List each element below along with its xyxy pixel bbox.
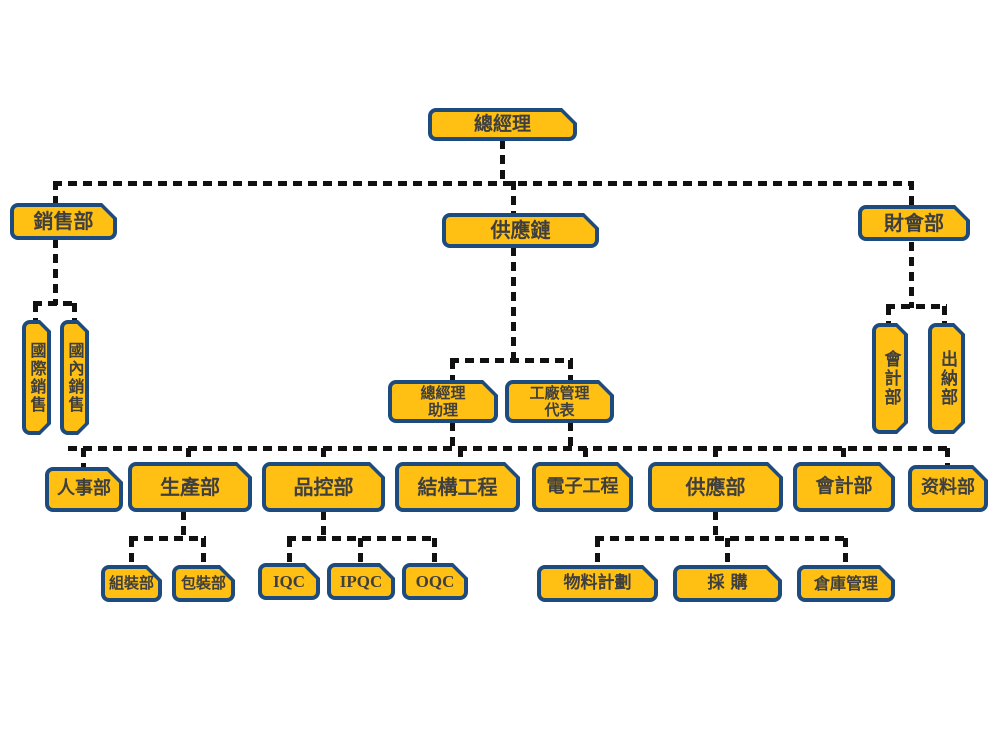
connector-line xyxy=(81,448,86,468)
connector-line xyxy=(33,301,77,306)
node-label: 會計部 xyxy=(815,475,873,498)
connector-line xyxy=(72,303,77,322)
node-label: 人事部 xyxy=(57,478,111,500)
node-label: 會計部 xyxy=(880,350,901,407)
node-quality-control-dept: 品控部 xyxy=(262,462,385,512)
connector-line xyxy=(432,538,437,565)
connector-line xyxy=(843,538,848,567)
connector-line xyxy=(909,181,914,207)
connector-line xyxy=(568,422,573,450)
node-procurement: 採 購 xyxy=(673,565,782,602)
node-cashier-dept: 出納部 xyxy=(928,323,965,434)
connector-line xyxy=(450,422,455,450)
node-label: 助理 xyxy=(427,400,458,419)
node-label: 採 購 xyxy=(707,572,748,593)
node-structural-engineering: 結構工程 xyxy=(395,462,520,512)
connector-line xyxy=(53,181,58,205)
connector-line xyxy=(450,360,455,382)
connector-line xyxy=(53,181,913,186)
connector-line xyxy=(595,538,600,567)
connector-line xyxy=(886,304,947,309)
connector-line xyxy=(129,538,134,567)
node-label: 結構工程 xyxy=(417,474,498,499)
connector-line xyxy=(713,511,718,540)
node-accounting-dept: 會計部 xyxy=(793,462,895,512)
node-packing-dept: 包裝部 xyxy=(172,565,235,602)
node-label: 出納部 xyxy=(937,350,958,407)
node-label: OQC xyxy=(415,571,455,591)
node-factory-management-rep: 工廠管理 代表 xyxy=(505,380,614,423)
node-label: 國際銷售 xyxy=(27,341,47,414)
node-data-dept: 资料部 xyxy=(908,465,988,512)
connector-line xyxy=(841,448,846,464)
node-label: IPQC xyxy=(339,571,383,591)
node-label: 組裝部 xyxy=(108,574,154,593)
node-label: 生產部 xyxy=(160,474,220,499)
node-domestic-sales: 國內銷售 xyxy=(60,320,89,435)
connector-line xyxy=(181,511,186,540)
connector-line xyxy=(458,448,463,464)
node-label: 品控部 xyxy=(293,474,354,499)
node-international-sales: 國際銷售 xyxy=(22,320,51,435)
node-label: 財會部 xyxy=(884,210,944,235)
connector-line xyxy=(186,448,191,464)
node-hr-dept: 人事部 xyxy=(45,467,123,512)
node-label: 倉庫管理 xyxy=(813,573,878,593)
connector-line xyxy=(595,536,848,541)
connector-line xyxy=(945,448,950,467)
connector-line xyxy=(511,181,516,215)
connector-line xyxy=(500,140,505,183)
node-gm-assistant: 總經理 助理 xyxy=(388,380,498,423)
node-iqc: IQC xyxy=(258,563,320,600)
connector-line xyxy=(713,448,718,464)
node-label: 物料計劃 xyxy=(563,572,632,593)
node-general-manager: 總經理 xyxy=(428,108,577,141)
node-material-planning: 物料計劃 xyxy=(537,565,658,602)
connector-line xyxy=(886,306,891,325)
connector-line xyxy=(129,536,206,541)
node-label: IQC xyxy=(272,571,306,591)
node-label: 资料部 xyxy=(921,477,975,499)
connector-line xyxy=(53,239,58,305)
node-supply-chain: 供應鏈 xyxy=(442,213,599,248)
node-label: 銷售部 xyxy=(33,209,94,234)
node-label: 供應鏈 xyxy=(490,218,551,243)
connector-line xyxy=(68,446,950,451)
connector-line xyxy=(909,242,914,308)
connector-line xyxy=(287,538,292,565)
connector-line xyxy=(358,538,363,565)
connector-line xyxy=(583,448,588,464)
node-label: 總經理 xyxy=(473,112,531,135)
connector-line xyxy=(201,538,206,567)
connector-line xyxy=(568,360,573,382)
node-label: 總經理 xyxy=(420,383,466,402)
node-supply-dept: 供應部 xyxy=(648,462,783,512)
connector-line xyxy=(450,358,573,363)
node-label: 工廠管理 xyxy=(529,383,590,402)
connector-line xyxy=(33,303,38,322)
node-label: 代表 xyxy=(544,400,575,419)
node-assembly-dept: 組裝部 xyxy=(101,565,162,602)
node-label: 電子工程 xyxy=(546,475,619,497)
connector-line xyxy=(321,448,326,464)
connector-line xyxy=(511,247,516,362)
node-label: 國內銷售 xyxy=(65,341,85,414)
node-label: 供應部 xyxy=(685,474,746,499)
node-finance-accounting-dept: 財會部 xyxy=(858,205,970,241)
node-sales-dept: 銷售部 xyxy=(10,203,117,240)
connector-line xyxy=(321,511,326,540)
node-accounting-dept-vertical: 會計部 xyxy=(872,323,908,434)
node-oqc: OQC xyxy=(402,563,468,600)
node-ipqc: IPQC xyxy=(327,563,395,600)
node-label: 包裝部 xyxy=(180,574,226,593)
connector-line xyxy=(725,538,730,567)
node-warehouse-management: 倉庫管理 xyxy=(797,565,895,602)
connector-line xyxy=(942,306,947,325)
node-electronic-engineering: 電子工程 xyxy=(532,462,633,512)
node-production-dept: 生產部 xyxy=(128,462,252,512)
